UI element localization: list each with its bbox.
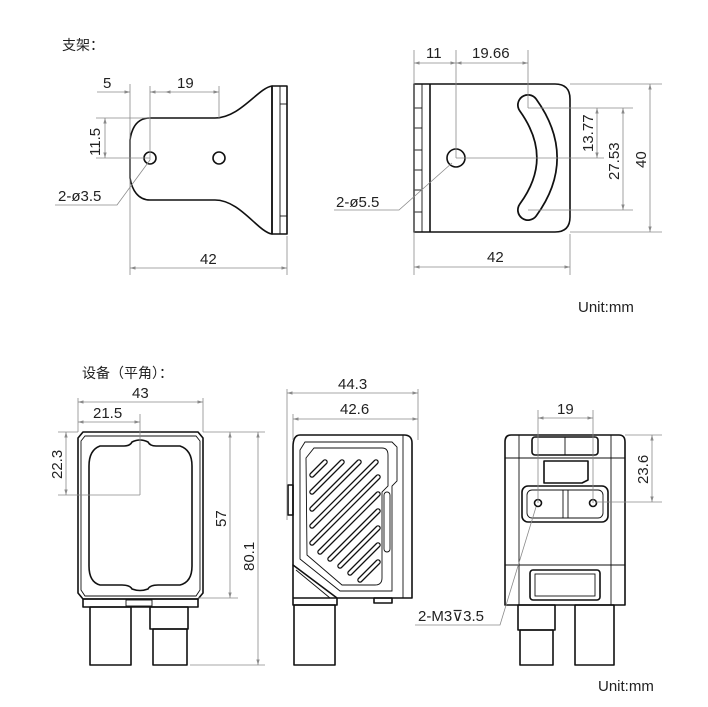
dim-depth-total: 44.3 bbox=[338, 376, 367, 393]
device-front-view: 43 21.5 22.3 57 80.1 bbox=[49, 385, 265, 666]
dim-total-height: 80.1 bbox=[241, 542, 258, 571]
dim-half-width: 21.5 bbox=[93, 405, 122, 422]
dim-width: 43 bbox=[132, 385, 149, 402]
dim-depth-body: 42.6 bbox=[340, 401, 369, 418]
dim-slot-half: 13.77 bbox=[580, 114, 597, 152]
device-rear-view: 19 23.6 2-M3⊽3.5 bbox=[415, 401, 662, 666]
bracket-side-view: 5 19 11.5 2-ø3.5 42 bbox=[55, 75, 288, 275]
thread-note: 2-M3⊽3.5 bbox=[418, 608, 484, 625]
connector bbox=[574, 604, 615, 666]
hole-note: 2-ø3.5 bbox=[58, 188, 101, 205]
dim-hole-height: 23.6 bbox=[635, 455, 652, 484]
unit-label: Unit:mm bbox=[598, 678, 654, 695]
dim-height: 11.5 bbox=[87, 128, 104, 156]
dim-hole-spacing: 19 bbox=[177, 75, 194, 92]
connector bbox=[89, 606, 132, 666]
dim-hole-spacing: 19 bbox=[557, 401, 574, 418]
dim-height: 40 bbox=[633, 151, 650, 168]
connector bbox=[293, 604, 336, 666]
dim-length: 42 bbox=[487, 249, 504, 266]
dim-slot-offset: 19.66 bbox=[472, 45, 510, 62]
dim-center: 22.3 bbox=[49, 450, 66, 479]
dim-body-height: 57 bbox=[213, 510, 230, 527]
lens-window bbox=[88, 439, 193, 592]
connector bbox=[517, 604, 556, 631]
device-side-view: 44.3 42.6 bbox=[286, 376, 419, 666]
dim-edge: 5 bbox=[103, 75, 111, 92]
dim-hole-offset: 11 bbox=[426, 45, 442, 62]
unit-label: Unit:mm bbox=[578, 299, 634, 316]
bracket-title: 支架： bbox=[62, 38, 104, 54]
dim-slot-span: 27.53 bbox=[606, 142, 623, 180]
dim-length: 42 bbox=[200, 251, 217, 268]
bracket-front-view: 11 19.66 13.77 27.53 40 2-ø5.5 42 bbox=[334, 45, 662, 275]
connector bbox=[149, 606, 189, 630]
device-title: 设备（平角）： bbox=[82, 365, 173, 382]
mounting-hole bbox=[212, 151, 226, 165]
hole-note: 2-ø5.5 bbox=[336, 194, 379, 211]
